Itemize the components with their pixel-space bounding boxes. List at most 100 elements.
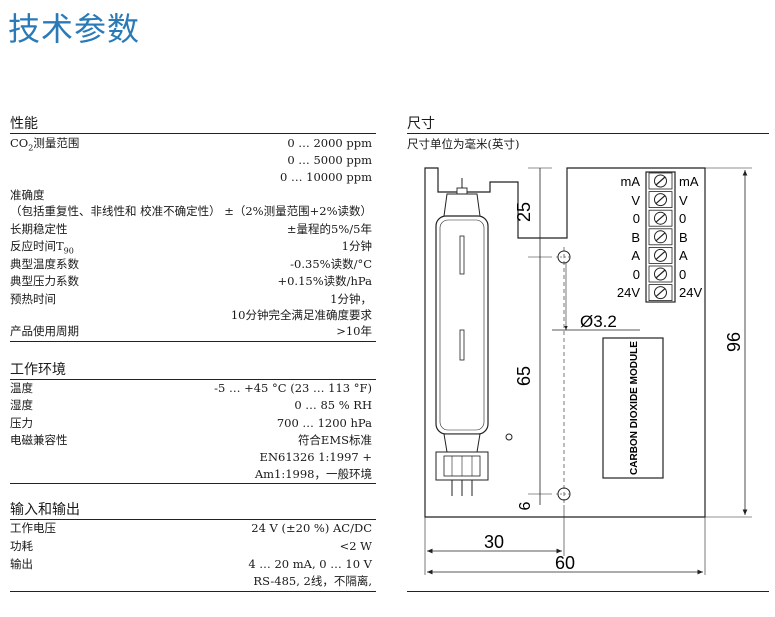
accuracy-value: ±（2%测量范围+2%读数） [224,204,372,218]
env-temp-row: 温度 -5 … +45 °C (23 … 113 °F) [10,380,372,397]
dim-6-label: 6 [517,501,534,510]
press-coef-row: 典型压力系数 +0.15%读数/hPa [10,273,372,290]
terminal-label-left-6: 24V [617,285,640,300]
io-power-value: <2 W [339,539,372,553]
lifetime-value: >10年 [336,324,372,338]
dimensions-subtitle: 尺寸单位为毫米(英寸) [407,137,520,151]
page-title: 技术参数 [8,10,141,48]
io-power-label: 功耗 [10,539,33,553]
io-bottom-rule [10,591,376,592]
terminal-screw-icon [648,265,673,283]
press-coef-value: +0.15%读数/hPa [277,274,372,288]
env-temp-label: 温度 [10,381,33,395]
io-voltage-row: 工作电压 24 V (±20 %) AC/DC [10,520,372,537]
terminal-label-right-3: B [679,230,688,245]
co2-range-value-1: 0 … 2000 ppm [287,136,372,150]
terminal-screw-icon [648,284,673,302]
env-pressure-label: 压力 [10,416,33,430]
performance-bottom-rule [10,341,376,342]
dim-65-label: 65 [514,366,534,386]
co2-range-row-3: 0 … 10000 ppm [10,169,372,186]
terminal-screw-icon [648,209,673,227]
io-power-row: 功耗 <2 W [10,538,372,555]
temp-coef-label: 典型温度系数 [10,257,79,271]
dim-hole-label: Ø3.2 [580,312,617,331]
io-output-value-2: RS-485, 2线，不隔离, [253,574,372,588]
env-emc-row-2: EN61326 1:1997 + [10,449,372,466]
dim-30-label: 30 [484,532,504,552]
environment-heading: 工作环境 [10,362,376,380]
io-output-label: 输出 [10,557,33,571]
terminal-label-left-0: mA [621,174,641,189]
response-value: 1分钟 [341,239,372,253]
terminal-screw-icon [648,191,673,209]
terminal-label-left-3: B [631,230,640,245]
lifetime-label: 产品使用周期 [10,324,79,338]
io-voltage-label: 工作电压 [10,521,56,535]
io-output-value-1: 4 … 20 mA, 0 … 10 V [248,557,372,571]
accuracy-sub-label: （包括重复性、非线性和 校准不确定性） [10,204,221,218]
terminal-screw-icon [648,172,673,190]
dimensions-bottom-rule [407,591,769,592]
module-label-text: CARBON DIOXIDE MODULE [629,341,640,475]
warmup-row: 预热时间 1分钟， [10,291,372,308]
env-humidity-label: 湿度 [10,398,33,412]
response-label: 反应时间T90 [10,239,74,256]
longterm-label: 长期稳定性 [10,222,68,236]
accuracy-label: 准确度 [10,188,45,202]
env-humidity-row: 湿度 0 … 85 % RH [10,397,372,414]
performance-heading: 性能 [10,116,376,134]
terminal-label-left-4: A [631,248,640,263]
env-emc-row: 电磁兼容性 符合EMS标准 [10,432,372,449]
io-output-row-2: RS-485, 2线，不隔离, [10,573,372,590]
accuracy-row: 准确度 [10,187,372,204]
co2-range-value-3: 0 … 10000 ppm [280,170,372,184]
terminal-screw-icon [648,246,673,264]
env-emc-row-3: Am1:1998，一般环境 [10,466,372,483]
dim-96-label: 96 [724,332,744,352]
warmup-row-2: 10分钟完全满足准确度要求 [10,307,372,324]
lifetime-row: 产品使用周期 >10年 [10,323,372,340]
co2-range-label: CO2测量范围 [10,136,80,153]
terminal-label-right-0: mA [679,174,699,189]
terminal-label-left-5: 0 [633,267,640,282]
env-pressure-row: 压力 700 … 1200 hPa [10,415,372,432]
terminal-label-right-6: 24V [679,285,702,300]
environment-bottom-rule [10,483,376,484]
temp-coef-row: 典型温度系数 -0.35%读数/°C [10,256,372,273]
env-humidity-value: 0 … 85 % RH [294,398,372,412]
terminal-label-right-5: 0 [679,267,686,282]
module-label-box [602,337,664,479]
co2-range-row: CO2测量范围 0 … 2000 ppm [10,135,372,152]
response-row: 反应时间T90 1分钟 [10,238,372,255]
terminal-label-left-1: V [631,193,640,208]
accuracy-row-2: （包括重复性、非线性和 校准不确定性） ±（2%测量范围+2%读数） [10,203,372,220]
env-emc-value-2: EN61326 1:1997 + [259,450,372,464]
dim-60-label: 60 [555,553,575,573]
longterm-row: 长期稳定性 ±量程的5%/5年 [10,221,372,238]
warmup-value-2: 10分钟完全满足准确度要求 [230,308,372,322]
io-voltage-value: 24 V (±20 %) AC/DC [251,521,372,535]
dimensions-heading: 尺寸 [407,116,769,134]
io-heading: 输入和输出 [10,502,376,520]
sensor-tube [435,178,489,496]
terminal-block: mA V 0 B A 0 24V mA V 0 B A 0 24V [617,171,702,303]
env-emc-value-1: 符合EMS标准 [297,433,372,447]
terminal-label-right-1: V [679,193,688,208]
terminal-label-right-2: 0 [679,211,686,226]
dim-25-label: 25 [514,202,534,222]
small-hole [505,433,513,441]
warmup-value-1: 1分钟， [330,292,372,306]
press-coef-label: 典型压力系数 [10,274,79,288]
env-pressure-value: 700 … 1200 hPa [276,416,372,430]
co2-range-row-2: 0 … 5000 ppm [10,152,372,169]
env-emc-label: 电磁兼容性 [10,433,68,447]
temp-coef-value: -0.35%读数/°C [290,257,372,271]
terminal-screw-icon [648,228,673,246]
longterm-value: ±量程的5%/5年 [286,222,372,236]
co2-range-value-2: 0 … 5000 ppm [287,153,372,167]
io-output-row: 输出 4 … 20 mA, 0 … 10 V [10,556,372,573]
env-temp-value: -5 … +45 °C (23 … 113 °F) [214,381,372,395]
terminal-label-left-2: 0 [633,211,640,226]
